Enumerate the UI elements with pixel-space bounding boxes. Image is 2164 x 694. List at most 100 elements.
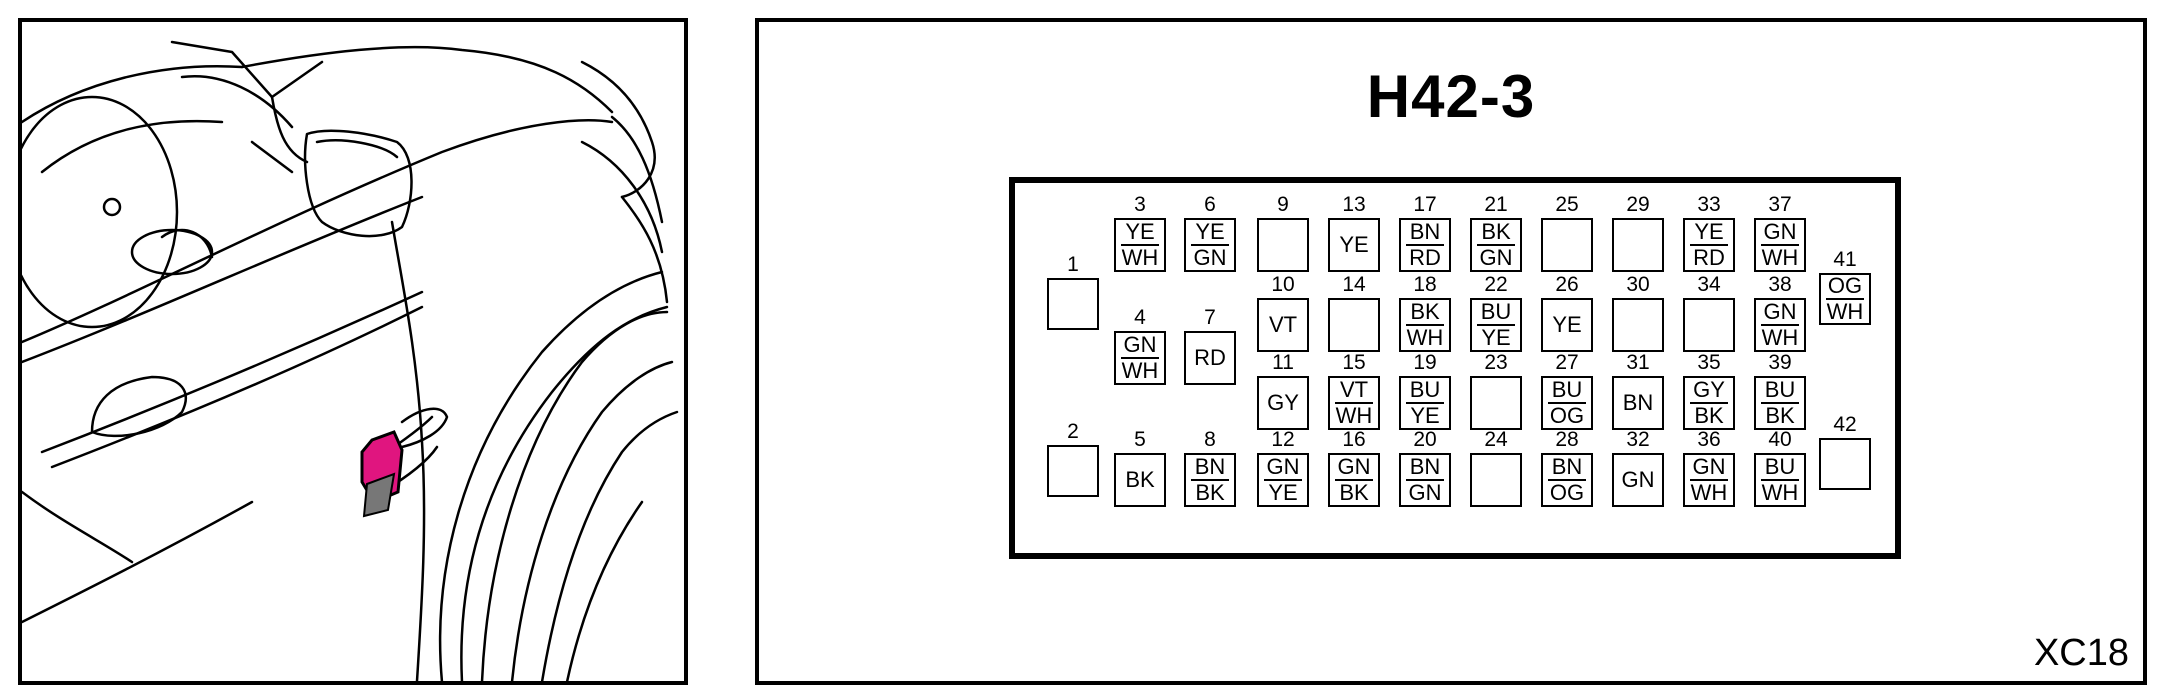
pin-number: 39 [1768,351,1792,374]
wire-color-label: BK [1195,480,1225,505]
pin-cavity [1257,218,1309,272]
wire-color-label: BU [1764,377,1796,402]
pin-number: 23 [1484,351,1508,374]
pin-number: 1 [1067,253,1079,276]
pin-number: 35 [1697,351,1721,374]
wire-color-label: GN [1692,454,1726,479]
wire-color-label: BU [1551,377,1583,402]
pin-number: 38 [1768,273,1792,296]
wire-color-label: BU [1764,454,1796,479]
wire-color-label: OG [1549,480,1585,505]
wire-color-label: WH [1406,325,1444,350]
pin-number: 20 [1413,428,1437,451]
pin-cavity [1470,376,1522,430]
pin-number: 5 [1134,428,1146,451]
wire-color-label: BK [1410,299,1440,324]
pin-number: 33 [1697,193,1721,216]
wire-color-label: BN [1622,390,1654,415]
pin-number: 34 [1697,273,1721,296]
wire-color-label: BN [1409,219,1441,244]
wire-color-label: YE [1268,480,1298,505]
wire-color-label: BN [1551,454,1583,479]
pin-number: 17 [1413,193,1437,216]
wire-color-label: OG [1549,403,1585,428]
wire-color-label: GN [1763,299,1797,324]
pin-number: 7 [1204,306,1216,329]
wire-color-label: GN [1123,332,1157,357]
wire-color-label: VT [1268,312,1298,337]
pin-number: 31 [1626,351,1650,374]
wire-color-label: BU [1480,299,1512,324]
pin-number: 24 [1484,428,1508,451]
wire-color-label: GY [1693,377,1725,402]
wire-color-label: RD [1409,245,1441,270]
pin-cavity: GN [1612,453,1664,507]
pin-number: 27 [1555,351,1579,374]
pin-number: 16 [1342,428,1366,451]
wire-color-label: YE [1195,219,1225,244]
pin-number: 40 [1768,428,1792,451]
wire-color-label: GN [1408,480,1442,505]
pin-cavity [1328,298,1380,352]
pin-cavity [1612,218,1664,272]
pin-number: 26 [1555,273,1579,296]
wire-color-label: BK [1125,467,1155,492]
wire-color-label: GN [1266,454,1300,479]
wire-color-label: YE [1552,312,1582,337]
pin-number: 6 [1204,193,1216,216]
pin-number: 41 [1833,248,1857,271]
pin-number: 28 [1555,428,1579,451]
pin-cavity [1470,453,1522,507]
pin-number: 36 [1697,428,1721,451]
wire-color-label: WH [1121,358,1159,383]
wire-color-label: WH [1335,403,1373,428]
wire-color-label: WH [1121,245,1159,270]
wire-color-label: GN [1621,467,1655,492]
pin-cavity [1047,445,1099,497]
pin-number: 2 [1067,420,1079,443]
wire-color-label: RD [1194,345,1226,370]
reference-code: XC18 [2033,632,2129,674]
pin-number: 9 [1277,193,1289,216]
wire-color-label: BK [1481,219,1511,244]
pin-cavity [1819,438,1871,490]
wire-color-label: YE [1694,219,1724,244]
pin-cavity: YE [1328,218,1380,272]
wire-color-label: WH [1761,480,1799,505]
wire-color-label: GN [1193,245,1227,270]
wire-color-label: WH [1690,480,1728,505]
pin-number: 22 [1484,273,1508,296]
wire-color-label: OG [1827,273,1863,298]
wire-color-label: YE [1481,325,1511,350]
wire-color-label: BN [1409,454,1441,479]
pin-cavity: GY [1257,376,1309,430]
wire-color-label: VT [1339,377,1369,402]
wire-color-label: BU [1409,377,1441,402]
pin-number: 30 [1626,273,1650,296]
wire-color-label: RD [1693,245,1725,270]
wire-color-label: GN [1337,454,1371,479]
wire-color-label: WH [1761,245,1799,270]
wire-color-label: BK [1339,480,1369,505]
pin-number: 13 [1342,193,1366,216]
wire-color-label: BK [1765,403,1795,428]
pin-number: 18 [1413,273,1437,296]
pin-number: 42 [1833,413,1857,436]
